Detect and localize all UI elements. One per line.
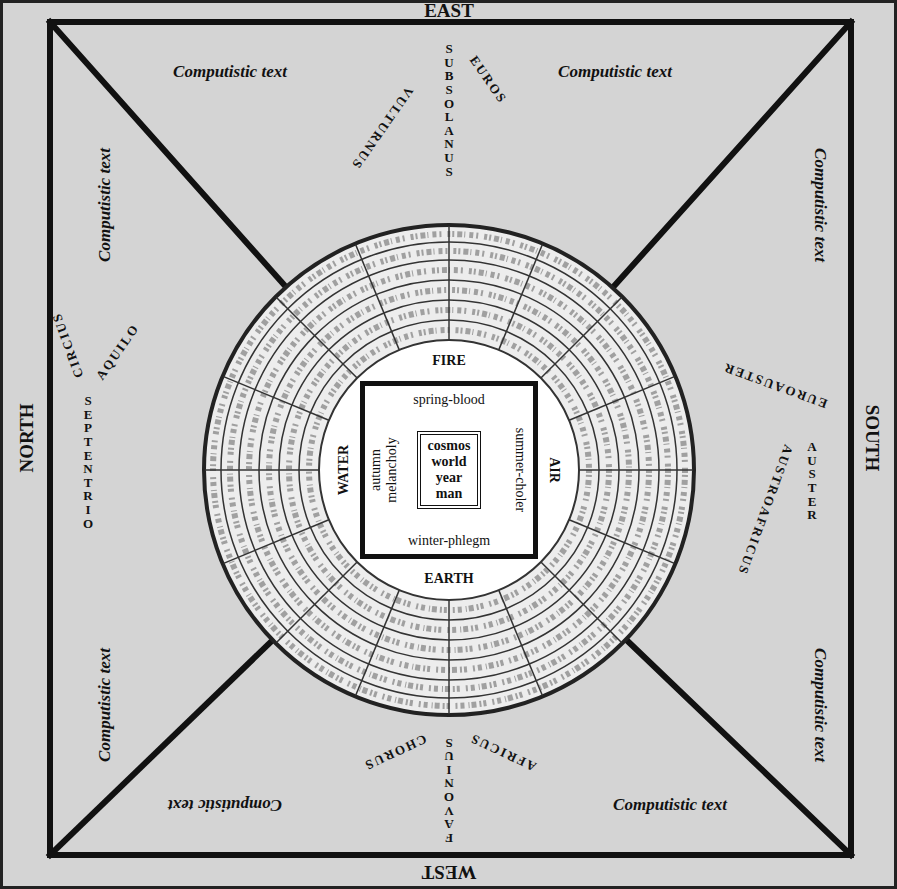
text-placeholder: Computistic text <box>613 796 727 815</box>
north-quadrant: Computistic textAQUILOSEPTENTRIOCIRCIUSC… <box>53 100 233 820</box>
humor-label: spring-blood <box>413 392 485 408</box>
element-label: EARTH <box>424 571 473 586</box>
south-quadrant: Computistic textEUROAUSTERAUSTERAUSTROAF… <box>668 100 848 820</box>
text-placeholder: Computistic text <box>558 63 672 82</box>
wind-name: SUBSOLANUS <box>443 42 456 178</box>
text-placeholder: Computistic text <box>96 148 115 262</box>
wind-name: AFRICUS <box>467 730 538 773</box>
wheel-circle: FIRE WATER AIR EARTH spring-blood autumn mela… <box>204 225 694 715</box>
humor-label: winter-phlegm <box>408 533 490 549</box>
wind-name: AUSTER <box>806 440 819 522</box>
wind-name: AUSTROAFRICUS <box>735 443 796 578</box>
wind-name: EUROS <box>466 53 509 106</box>
wind-name: CHORUS <box>361 731 428 773</box>
west-quadrant: CHORUS FAVONIUS AFRICUS Computistic text Com… <box>53 715 848 852</box>
text-placeholder: Computistic text <box>811 148 830 262</box>
text-placeholder: Computistic text <box>168 796 282 815</box>
direction-label: WEST <box>422 863 477 882</box>
center-box: cosmos world year man <box>417 431 482 509</box>
center-label: cosmos world year man <box>428 438 471 502</box>
humor-label: autumn melancholy <box>368 437 400 502</box>
wind-name: SEPTENTRIO <box>82 394 95 530</box>
direction-label: SOUTH <box>863 405 882 472</box>
wind-name: AQUILO <box>94 321 143 382</box>
east-quadrant: Computistic textVULTURNUS SUBSOLANUS EUROS… <box>53 25 848 225</box>
element-label: FIRE <box>432 353 465 368</box>
element-label: WATER <box>336 445 351 495</box>
text-placeholder: Computistic text <box>173 63 287 82</box>
text-placeholder: Computistic text <box>811 648 830 762</box>
direction-label: NORTH <box>17 403 36 472</box>
element-label: AIR <box>546 457 561 483</box>
wind-name: FAVONIUS <box>443 735 456 844</box>
wind-name: CIRCIUS <box>49 310 86 380</box>
text-placeholder: Computistic text <box>96 648 115 762</box>
outer-frame: EASTNORTHSOUTHWESTComputistic textVULTUR… <box>47 19 854 858</box>
wind-name: VULTURNUS <box>348 84 416 172</box>
direction-label: EAST <box>424 1 474 20</box>
season-square: spring-blood autumn melancholy summer-chol… <box>360 381 538 559</box>
humor-label: summer-choler <box>512 428 528 512</box>
wind-name: EUROAUSTER <box>721 359 830 410</box>
